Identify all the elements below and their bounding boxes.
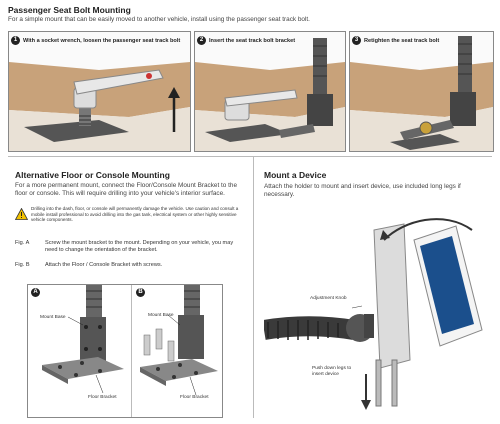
- fig-b-row: Fig. B Attach the Floor / Console Bracke…: [15, 262, 247, 272]
- panel-b-badge: B: [136, 288, 145, 297]
- mount-device-figure: Adjustment Knob Push down legs to insert…: [264, 210, 490, 416]
- push-down-legs-label: Push down legs to insert device: [312, 366, 352, 377]
- fig-a-tag: Fig. A: [15, 240, 30, 246]
- warning-icon: [15, 208, 28, 220]
- mount-device-intro: Attach the holder to mount and insert de…: [264, 183, 461, 198]
- fig-b-tag: Fig. B: [15, 262, 30, 268]
- panel-a-mount-base-label: Mount Base: [40, 315, 66, 320]
- adjustment-knob-label: Adjustment Knob: [310, 296, 347, 301]
- device-holder-illustration: [264, 218, 483, 410]
- step-3-number: 3: [352, 36, 361, 45]
- floor-mount-intro: For a more permanent mount, connect the …: [15, 182, 238, 197]
- seat-bolt-bracket-illustration: [195, 38, 345, 151]
- warning-text: Drilling into the dash, floor, or consol…: [31, 206, 239, 223]
- panel-a-floor-bracket-label: Floor Bracket: [88, 395, 117, 400]
- seat-bolt-retighten-illustration: [350, 36, 493, 151]
- step-3-label: Retighten the seat track bolt: [364, 37, 440, 44]
- fig-panels: A Mount Base Floor Bracket B Mount Base …: [27, 284, 223, 418]
- seat-bolt-loosen-illustration: [9, 62, 190, 151]
- section-title-seat-bolt: Passenger Seat Bolt Mounting: [8, 5, 131, 15]
- fig-b-illustration: [140, 285, 218, 396]
- section-divider: [8, 156, 492, 157]
- section-subtitle-seat-bolt: For a simple mount that can be easily mo…: [8, 16, 310, 23]
- step-2-number: 2: [197, 36, 206, 45]
- panel-b-mount-base-label: Mount Base: [148, 313, 174, 318]
- fig-a-text: Screw the mount bracket to the mount. De…: [45, 240, 234, 253]
- section-title-mount-device: Mount a Device: [264, 170, 327, 180]
- panel-b-floor-bracket-label: Floor Bracket: [180, 395, 209, 400]
- section-title-floor-mount: Alternative Floor or Console Mounting: [15, 170, 170, 180]
- fig-panels-divider: [131, 285, 132, 417]
- fig-a-row: Fig. A Screw the mount bracket to the mo…: [15, 240, 247, 256]
- fig-a-illustration: [42, 285, 124, 394]
- fig-b-text: Attach the Floor / Console Bracket with …: [45, 262, 163, 268]
- step-1-label: With a socket wrench, loosen the passeng…: [23, 37, 181, 44]
- column-divider: [253, 156, 254, 418]
- step-2-label: Insert the seat track bolt bracket: [209, 37, 296, 44]
- panel-a-badge: A: [31, 288, 40, 297]
- step-1-number: 1: [11, 36, 20, 45]
